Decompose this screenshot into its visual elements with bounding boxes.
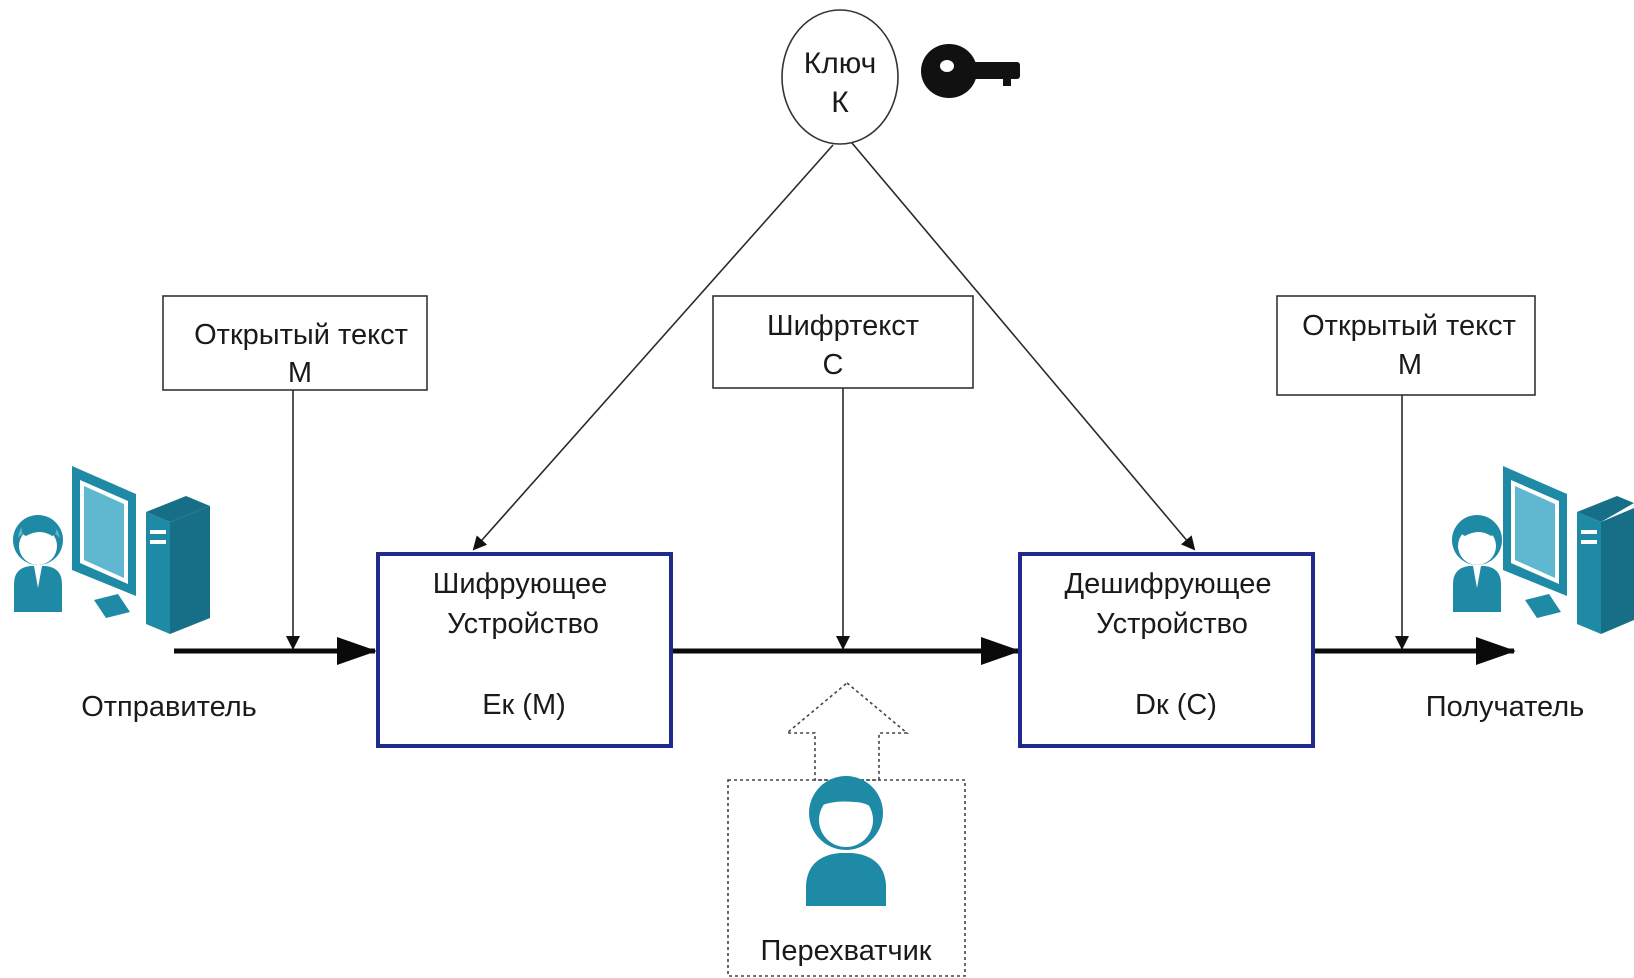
sender-computer-icon (72, 466, 210, 634)
ciphertext-line1: Шифртекст (767, 310, 919, 342)
key-node: Ключ К (781, 9, 899, 145)
receiver-icon (1452, 466, 1634, 634)
encryptor-formula: Ек (М) (482, 689, 566, 721)
encryptor-line1: Шифрующее (433, 568, 607, 600)
decryptor-formula: Dк (С) (1135, 689, 1217, 721)
sender-person-icon (13, 515, 63, 612)
key-label-line2: К (831, 86, 849, 119)
decryptor-device: Дешифрующее Устройство Dк (С) (1018, 552, 1315, 748)
plaintext-right-box: Открытый текст М (1276, 295, 1536, 396)
interceptor-person-icon (806, 776, 886, 906)
receiver-computer-icon (1503, 466, 1634, 634)
key-label-line1: Ключ (804, 47, 876, 80)
plaintext-right-line2: М (1398, 349, 1422, 381)
plaintext-left-line1: Открытый текст (194, 319, 408, 351)
interceptor-group: Перехватчик (727, 681, 966, 977)
decryptor-line2: Устройство (1096, 608, 1248, 640)
receiver-person-icon (1452, 515, 1502, 612)
ciphertext-box: Шифртекст С (712, 295, 974, 389)
receiver-label: Получатель (1426, 691, 1585, 723)
ciphertext-line2: С (823, 349, 844, 381)
plaintext-left-line2: М (288, 357, 312, 389)
plaintext-left-box: Открытый текст М (162, 295, 428, 391)
encryptor-device: Шифрующее Устройство Ек (М) (376, 552, 673, 748)
encryptor-line2: Устройство (447, 608, 599, 640)
interceptor-label: Перехватчик (761, 935, 932, 967)
plaintext-right-line1: Открытый текст (1302, 310, 1516, 342)
decryptor-line1: Дешифрующее (1065, 568, 1272, 600)
key-icon (921, 44, 1020, 98)
key-to-decryptor-line (851, 142, 1196, 551)
key-circle (781, 9, 899, 145)
key-to-encryptor-line (472, 144, 834, 551)
sender-label: Отправитель (81, 691, 257, 723)
intercept-arrow (784, 681, 910, 781)
sender-icon (13, 466, 210, 634)
interceptor-box (727, 779, 966, 977)
